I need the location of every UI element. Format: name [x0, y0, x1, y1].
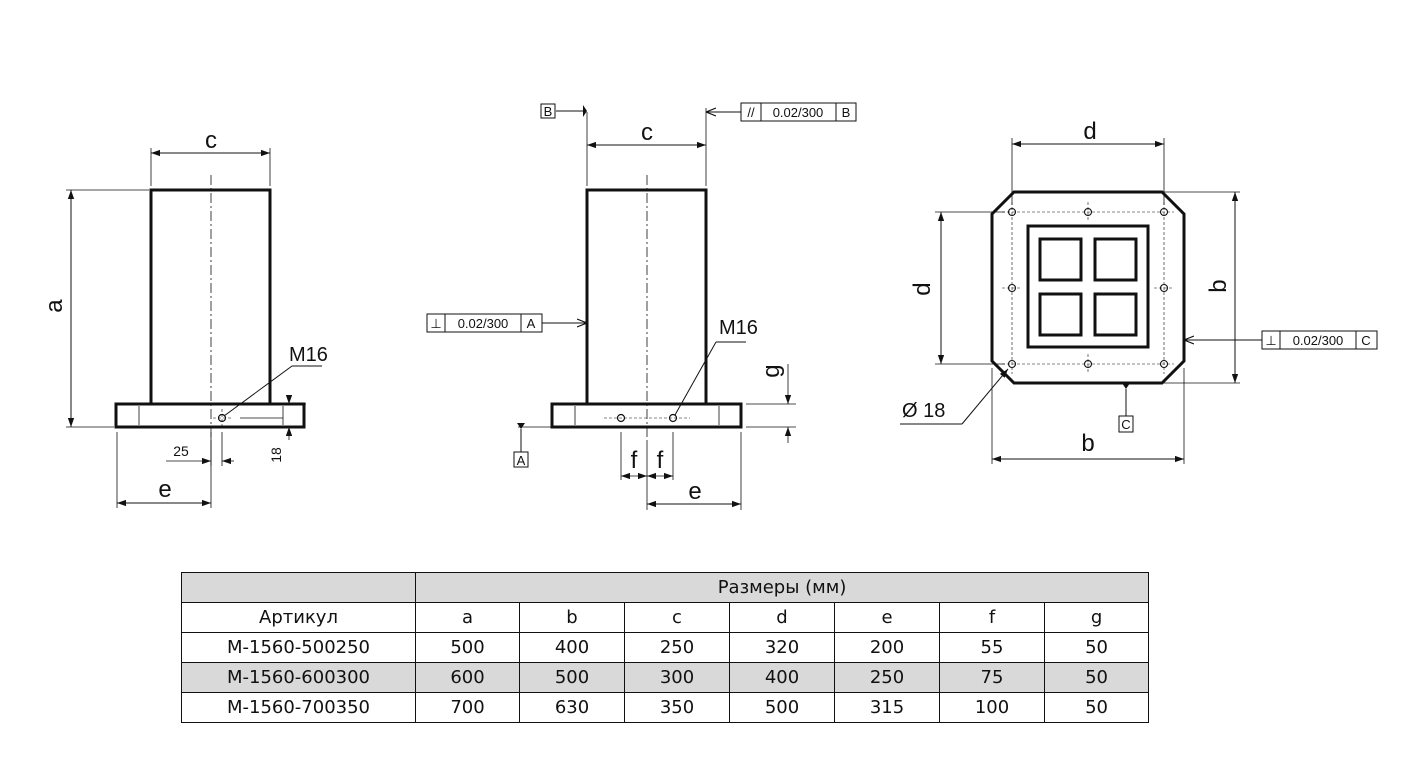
side-18-label: 18 [268, 447, 284, 463]
table-cell: 630 [519, 692, 625, 723]
table-corner-cell [181, 572, 416, 603]
datum-a-label: A [517, 453, 526, 468]
table-cell: 500 [729, 692, 835, 723]
table-cell: 250 [624, 632, 730, 663]
perp-symbol-c: ⊥ [1265, 333, 1276, 348]
perp-value-c: 0.02/300 [1293, 333, 1344, 348]
hole-diameter-label: Ø 18 [902, 400, 945, 422]
side-m16-label: M16 [289, 344, 328, 366]
column-body [585, 188, 708, 406]
table-cell: 250 [834, 662, 940, 693]
table-cell: 55 [939, 632, 1045, 663]
datum-b-label: B [544, 104, 553, 119]
table-cell: 500 [415, 632, 520, 663]
perp-symbol-a: ⊥ [430, 316, 441, 331]
column-header: b [519, 602, 625, 633]
table-cell: 50 [1043, 662, 1150, 693]
table-cell: M-1560-600300 [181, 662, 416, 693]
side-view [66, 148, 322, 508]
table-cell: 320 [729, 632, 835, 663]
table-cell: M-1560-500250 [181, 632, 416, 663]
pocket-br [1093, 292, 1138, 337]
column-header: c [624, 602, 730, 633]
column-header: f [939, 602, 1045, 633]
front-view [426, 102, 857, 510]
table-cell: 100 [939, 692, 1045, 723]
front-c-label: c [641, 119, 653, 146]
table-group-header: Размеры (мм) [414, 572, 1150, 603]
front-e-label: e [688, 478, 701, 505]
side-25-label: 25 [173, 443, 189, 459]
hole-leader [961, 368, 1009, 425]
table-cell: 300 [624, 662, 730, 693]
base-flange [114, 402, 306, 429]
top-d-label: d [1083, 118, 1096, 145]
table-cell: 600 [415, 662, 520, 693]
front-g-label: g [758, 364, 785, 377]
column-header: e [834, 602, 940, 633]
table-cell: 200 [834, 632, 940, 663]
technical-drawing: c a M16 25 18 e [41, 102, 1378, 510]
parallel-value: 0.02/300 [773, 105, 824, 120]
perp-datum-c: C [1361, 333, 1370, 348]
base-flange [550, 402, 743, 429]
parallel-symbol: // [747, 105, 755, 120]
table-cell: 315 [834, 692, 940, 723]
column-header: a [415, 602, 520, 633]
perp-datum-a: A [527, 316, 536, 331]
pocket-tl [1038, 237, 1083, 282]
column-header: g [1043, 602, 1150, 633]
table-cell: 400 [519, 632, 625, 663]
base-plate [990, 190, 1186, 385]
front-m16-label: M16 [719, 317, 758, 339]
table-cell: 500 [519, 662, 625, 693]
column-header: Артикул [181, 602, 416, 633]
table-cell: 700 [415, 692, 520, 723]
front-f-label-1: f [631, 447, 638, 474]
m16-leader [223, 365, 293, 417]
bottom-b-label: b [1081, 430, 1094, 457]
column-outline [1026, 224, 1150, 349]
top-view [900, 138, 1378, 464]
parallel-datum: B [842, 105, 851, 120]
perp-value-a: 0.02/300 [458, 316, 509, 331]
table-column-header-row: Артикул a b c d e f g [181, 602, 1150, 633]
table-cell: 50 [1043, 692, 1150, 723]
table-cell: 400 [729, 662, 835, 693]
column-body [149, 188, 272, 406]
pocket-tr [1093, 237, 1138, 282]
m16-leader [674, 341, 717, 416]
side-a-label: a [41, 299, 68, 313]
table-cell: 350 [624, 692, 730, 723]
table-row: M-1560-600300 600 500 300 400 250 75 50 [181, 662, 1150, 693]
table-group-header-row: Размеры (мм) [181, 572, 1150, 603]
pocket-bl [1038, 292, 1083, 337]
left-d-label: d [909, 282, 936, 295]
table-cell: 50 [1043, 632, 1150, 663]
dimensions-table: Размеры (мм) Артикул a b c d e f g M-156… [181, 572, 1150, 723]
table-cell: M-1560-700350 [181, 692, 416, 723]
side-c-label: c [205, 127, 217, 154]
table-row: M-1560-500250 500 400 250 320 200 55 50 [181, 632, 1150, 663]
datum-c-label: C [1121, 417, 1130, 432]
front-f-label-2: f [657, 447, 664, 474]
mounting-holes [1007, 207, 1169, 369]
table-cell: 75 [939, 662, 1045, 693]
side-e-label: e [158, 476, 171, 503]
table-row: M-1560-700350 700 630 350 500 315 100 50 [181, 692, 1150, 723]
column-header: d [729, 602, 835, 633]
right-b-label: b [1205, 279, 1232, 292]
